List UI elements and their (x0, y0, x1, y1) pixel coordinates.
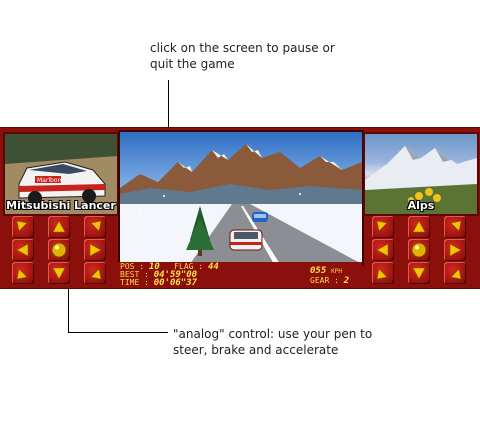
pos-label: POS : (120, 262, 145, 271)
best-label: BEST : (120, 270, 149, 279)
race-view (120, 132, 362, 264)
flag-label: FLAG : (174, 262, 204, 271)
pause-quit-callout: click on the screen to pause or quit the… (150, 41, 335, 71)
analog-control-callout: "analog" control: use your pen to steer,… (173, 327, 373, 357)
up-arrow-icon (52, 220, 66, 233)
svg-text:Marlboro: Marlboro (37, 177, 64, 184)
gear-label: GEAR : (310, 276, 339, 285)
car-name-label: Mitsubishi Lancer (6, 199, 116, 212)
steer-down-right-button[interactable] (84, 262, 106, 284)
hud-gear: GEAR : 2 (310, 276, 349, 286)
pos-value: 10 (148, 262, 160, 272)
steer-down-right-button-right[interactable] (444, 262, 466, 284)
car-photo[interactable]: Marlboro Mitsubishi Lancer (3, 132, 119, 216)
down-arrow-icon (412, 267, 426, 280)
time-label: TIME : (120, 278, 149, 287)
time-value: 00'06"37 (153, 278, 198, 288)
alps-image (365, 146, 477, 214)
game-screen[interactable] (118, 130, 364, 266)
right-arrow-icon (89, 243, 102, 257)
hud-row-time: TIME : 00'06"37 (120, 278, 197, 288)
track-name-label: Alps (407, 199, 435, 212)
steer-left-button-right[interactable] (372, 239, 394, 261)
center-ball-icon (51, 242, 67, 258)
speed-value: 055 (310, 266, 327, 276)
center-control[interactable] (48, 239, 70, 261)
center-ball-icon (411, 242, 427, 258)
down-right-arrow-icon (90, 268, 102, 280)
track-photo[interactable]: Alps (363, 132, 479, 216)
steer-up-left-button-right[interactable] (372, 216, 394, 238)
up-left-arrow-icon (16, 220, 28, 232)
hud-row-position: POS : 10 FLAG : 44 (120, 262, 219, 272)
speed-unit: KPH (331, 268, 342, 275)
down-right-arrow-icon (450, 268, 462, 280)
up-right-arrow-icon (450, 220, 462, 232)
steer-up-left-button[interactable] (12, 216, 34, 238)
flag-value: 44 (207, 262, 219, 272)
race-hud: POS : 10 FLAG : 44 BEST : 04'59"00 TIME … (118, 262, 362, 288)
steer-up-right-button[interactable] (84, 216, 106, 238)
accelerate-button[interactable] (48, 216, 70, 238)
callout-line-top (168, 80, 169, 146)
brake-button[interactable] (48, 262, 70, 284)
up-left-arrow-icon (376, 220, 388, 232)
callout-line-bottom-vertical (68, 285, 69, 333)
steer-up-right-button-right[interactable] (444, 216, 466, 238)
down-left-arrow-icon (376, 268, 388, 280)
right-arrow-icon (449, 243, 462, 257)
brake-button-right[interactable] (408, 262, 430, 284)
gear-value: 2 (343, 276, 350, 286)
best-value: 04'59"00 (153, 270, 198, 280)
hud-speed: 055 KPH (310, 266, 342, 276)
game-panel: Marlboro Mitsubishi Lancer (0, 127, 480, 289)
hud-row-best: BEST : 04'59"00 (120, 270, 197, 280)
steer-down-left-button[interactable] (12, 262, 34, 284)
rally-car-image: Marlboro (5, 134, 117, 214)
steer-left-button[interactable] (12, 239, 34, 261)
steer-right-button-right[interactable] (444, 239, 466, 261)
up-arrow-icon (412, 220, 426, 233)
steer-down-left-button-right[interactable] (372, 262, 394, 284)
left-arrow-icon (16, 243, 29, 257)
down-left-arrow-icon (16, 268, 28, 280)
accelerate-button-right[interactable] (408, 216, 430, 238)
down-arrow-icon (52, 267, 66, 280)
left-arrow-icon (376, 243, 389, 257)
callout-line-bottom-horizontal (68, 332, 168, 333)
center-control-right[interactable] (408, 239, 430, 261)
up-right-arrow-icon (90, 220, 102, 232)
steer-right-button[interactable] (84, 239, 106, 261)
